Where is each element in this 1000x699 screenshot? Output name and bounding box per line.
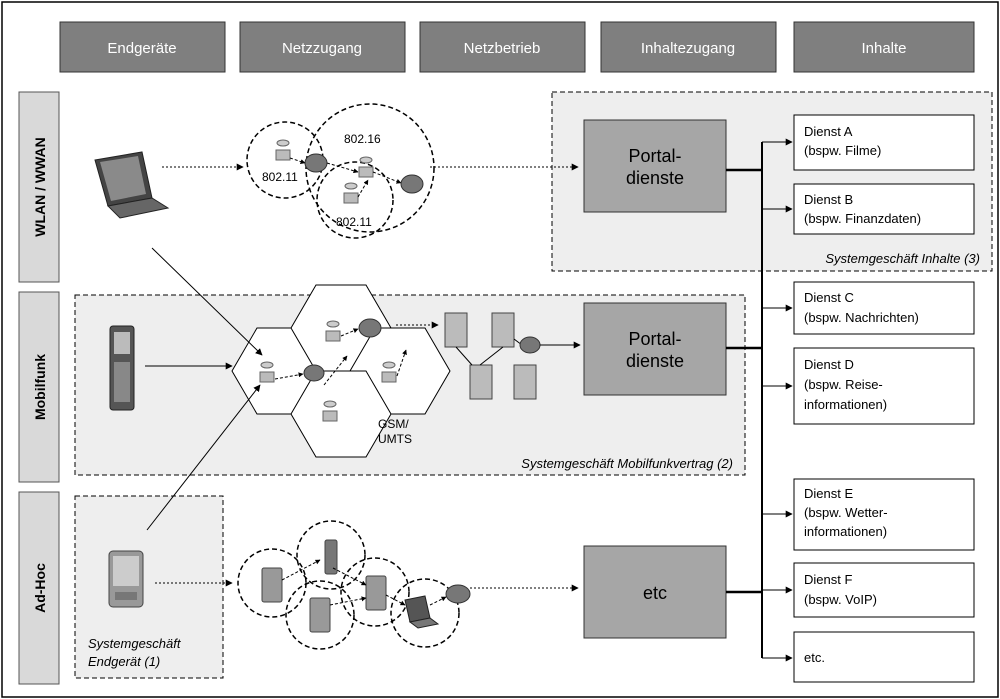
server-cluster-icon	[444, 312, 541, 400]
service-f-line-1: Dienst F	[804, 572, 852, 587]
access-point-icon	[343, 182, 359, 204]
service-e-line-1: Dienst E	[804, 486, 853, 501]
service-box-b	[793, 183, 975, 235]
row-label-box-adhoc	[18, 491, 60, 685]
header-box-endgeraete	[59, 21, 226, 73]
cell-label-gsm: GSM/	[378, 417, 409, 431]
adhoc-network	[237, 520, 471, 650]
etc-box-label: etc	[643, 583, 667, 603]
row-label-wlan: WLAN / WWAN	[32, 137, 48, 237]
cell-label-umts: UMTS	[378, 432, 412, 446]
row-labels: WLAN / WWAN Mobilfunk Ad-Hoc	[18, 91, 60, 685]
portal-2-label-1: Portal-	[628, 329, 681, 349]
header-box-netzzugang	[239, 21, 406, 73]
service-d-line-3: informationen)	[804, 397, 887, 412]
service-b-line-2: (bspw. Finanzdaten)	[804, 211, 921, 226]
header-box-netzbetrieb	[419, 21, 586, 73]
pda-icon	[261, 539, 387, 633]
wlan-network: 802.16 802.11 802.11	[246, 103, 435, 239]
service-box-f	[793, 562, 975, 618]
router-icon	[303, 318, 382, 382]
service-box-etc	[793, 631, 975, 683]
portal-box-2: Portal- dienste	[583, 302, 727, 396]
service-connectors	[726, 138, 793, 662]
service-d-line-1: Dienst D	[804, 357, 854, 372]
header-row: Endgeräte Netzzugang Netzbetrieb Inhalte…	[59, 21, 975, 73]
service-boxes: Dienst A (bspw. Filme) Dienst B (bspw. F…	[793, 114, 975, 683]
portal-1-label-2: dienste	[626, 168, 684, 188]
area-endgeraet-label-2: Endgerät (1)	[88, 654, 160, 669]
area-endgeraet-label-1: Systemgeschäft	[88, 636, 182, 651]
header-label-inhaltezugang: Inhaltezugang	[641, 40, 735, 57]
access-point-icon	[275, 139, 291, 161]
base-station-icon	[259, 320, 397, 422]
area-endgeraet	[74, 495, 224, 679]
wlan-label-80211-bottom: 802.11	[336, 215, 372, 229]
router-icon	[445, 584, 471, 604]
service-a-line-1: Dienst A	[804, 124, 853, 139]
row-label-adhoc: Ad-Hoc	[32, 563, 48, 613]
row-label-box-mobilfunk	[18, 291, 60, 483]
service-a-line-2: (bspw. Filme)	[804, 143, 881, 158]
service-box-e	[793, 478, 975, 551]
flow-arrows	[145, 163, 581, 592]
row-label-box-wlan	[18, 91, 60, 283]
router-icon	[400, 174, 424, 194]
area-inhalte-label: Systemgeschäft Inhalte (3)	[825, 251, 980, 266]
service-c-line-1: Dienst C	[804, 290, 854, 305]
portal-2-label-2: dienste	[626, 351, 684, 371]
service-box-c	[793, 281, 975, 335]
pda-icon	[108, 550, 144, 608]
service-f-line-2: (bspw. VoIP)	[804, 592, 877, 607]
header-label-netzzugang: Netzzugang	[282, 40, 362, 57]
router-icon	[519, 336, 541, 354]
mobile-phone-icon	[109, 325, 135, 411]
service-d-line-2: (bspw. Reise-	[804, 377, 883, 392]
portal-1-label-1: Portal-	[628, 146, 681, 166]
router-icon	[304, 153, 328, 173]
service-etc-line-1: etc.	[804, 650, 825, 665]
service-c-line-2: (bspw. Nachrichten)	[804, 310, 919, 325]
header-box-inhalte	[793, 21, 975, 73]
area-mobilfunk-label: Systemgeschäft Mobilfunkvertrag (2)	[521, 456, 733, 471]
access-point-icon	[358, 156, 374, 178]
service-box-d	[793, 347, 975, 425]
service-box-a	[793, 114, 975, 171]
laptop-icon	[404, 595, 440, 629]
service-e-line-3: informationen)	[804, 524, 887, 539]
laptop-icon	[94, 151, 170, 219]
etc-box: etc	[583, 545, 727, 639]
header-box-inhaltezugang	[600, 21, 777, 73]
header-label-netzbetrieb: Netzbetrieb	[464, 40, 541, 57]
wlan-label-80216: 802.16	[344, 132, 381, 146]
row-label-mobilfunk: Mobilfunk	[32, 354, 48, 420]
wlan-label-80211-left: 802.11	[262, 170, 298, 184]
service-b-line-1: Dienst B	[804, 192, 853, 207]
service-e-line-2: (bspw. Wetter-	[804, 505, 888, 520]
header-label-endgeraete: Endgeräte	[107, 40, 176, 57]
portal-box-1: Portal- dienste	[583, 119, 727, 213]
header-label-inhalte: Inhalte	[861, 40, 906, 57]
